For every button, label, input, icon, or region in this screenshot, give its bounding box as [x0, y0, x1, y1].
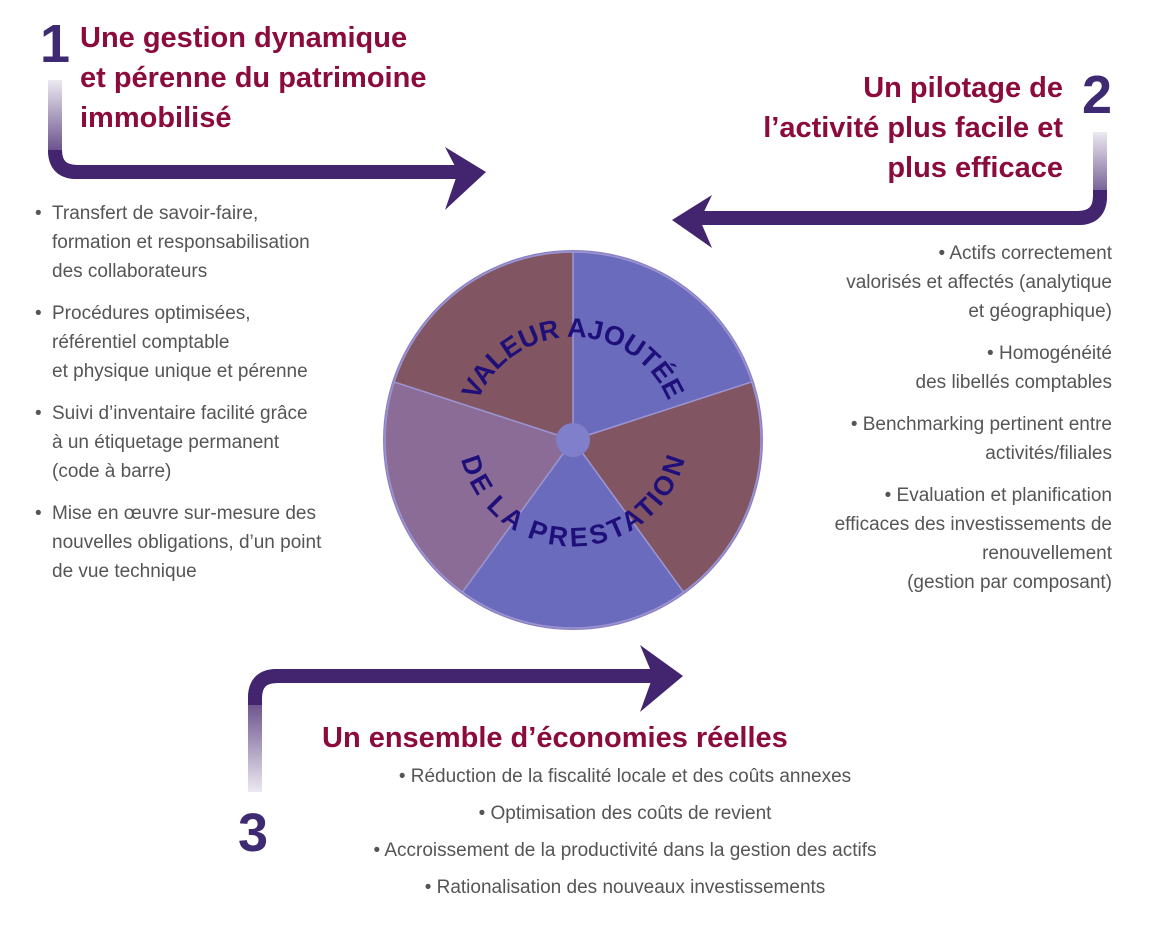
- list-item: • Accroissement de la productivité dans …: [373, 840, 877, 861]
- section-3-number: 3: [238, 803, 269, 863]
- list-item-line: et géographique): [968, 301, 1112, 322]
- arrow-2: [672, 132, 1107, 248]
- section-1-title: Une gestion dynamique et pérenne du patr…: [80, 18, 426, 138]
- arrow-3: [248, 645, 683, 792]
- list-item-line: Suivi d’inventaire facilité grâce: [52, 403, 308, 424]
- list-item-line: activités/filiales: [985, 443, 1112, 464]
- title-line: et pérenne du patrimoine: [80, 62, 427, 94]
- bullet-icon: •: [35, 403, 42, 424]
- list-item-line: • Homogénéité: [987, 343, 1112, 364]
- list-item-line: valorisés et affectés (analytique: [846, 272, 1112, 293]
- list-item-line: (code à barre): [52, 461, 172, 482]
- list-item-line: • Actifs correctement: [938, 243, 1113, 264]
- list-item: • Transfert de savoir-faire, formation et …: [35, 199, 321, 286]
- sector-bottom: [461, 438, 685, 629]
- list-item: • Benchmarking pertinent entre activités/…: [835, 410, 1112, 468]
- list-item-line: Mise en œuvre sur-mesure des: [52, 503, 316, 524]
- section-3-list: • Réduction de la fiscalité locale et de…: [300, 762, 950, 910]
- list-item: • Réduction de la fiscalité locale et de…: [398, 766, 852, 787]
- sector-top-right: [572, 251, 753, 442]
- wheel-center: [556, 423, 590, 457]
- list-item: • Procédures optimisées, référentiel compt…: [35, 299, 321, 386]
- list-item: • Suivi d’inventaire facilité grâce à un é…: [35, 399, 321, 486]
- list-item-line: formation et responsabilisation: [52, 232, 310, 253]
- list-item-line: de vue technique: [52, 561, 197, 582]
- section-2-title: Un pilotage de l’activité plus facile et…: [763, 68, 1063, 188]
- list-item-line: et physique unique et pérenne: [52, 361, 308, 382]
- arrow-1: [48, 80, 486, 210]
- title-line: Une gestion dynamique: [80, 22, 408, 54]
- title-line: plus efficace: [887, 152, 1063, 184]
- list-item-line: Transfert de savoir-faire,: [52, 203, 259, 224]
- value-wheel: VALEUR AJOUTÉE DE LA PRESTATION: [383, 250, 763, 630]
- sector-top-left: [393, 251, 574, 442]
- bullet-icon: •: [35, 203, 42, 224]
- list-item-line: à un étiquetage permanent: [52, 432, 280, 453]
- list-item-line: • Benchmarking pertinent entre: [850, 414, 1112, 435]
- list-item: • Optimisation des coûts de revient: [478, 803, 772, 824]
- list-item: • Mise en œuvre sur-mesure des nouvelles o…: [35, 499, 321, 586]
- bullet-icon: •: [35, 503, 42, 524]
- section-3-title: Un ensemble d’économies réelles: [322, 722, 788, 754]
- sector-left: [384, 380, 575, 594]
- list-item-line: nouvelles obligations, d’un point: [52, 532, 322, 553]
- list-item: • Homogénéité des libellés comptables: [835, 339, 1112, 397]
- list-item: • Rationalisation des nouveaux investiss…: [424, 877, 826, 898]
- section-2-list: • Actifs correctement valorisés et affect…: [835, 239, 1112, 610]
- list-item-line: des collaborateurs: [52, 261, 208, 282]
- bullet-icon: •: [35, 303, 42, 324]
- list-item: • Evaluation et planification efficaces d…: [835, 481, 1112, 597]
- list-item: • Actifs correctement valorisés et affect…: [835, 239, 1112, 326]
- list-item-line: • Evaluation et planification: [884, 485, 1112, 506]
- list-item-line: Procédures optimisées,: [52, 303, 251, 324]
- list-item-line: efficaces des investissements de: [834, 514, 1112, 535]
- section-1-list: • Transfert de savoir-faire, formation et …: [35, 199, 321, 599]
- title-line: immobilisé: [80, 102, 232, 134]
- section-2-number: 2: [1082, 65, 1113, 125]
- list-item-line: des libellés comptables: [915, 372, 1112, 393]
- list-item-line: (gestion par composant): [907, 572, 1112, 593]
- sector-right: [571, 380, 762, 594]
- title-line: Un pilotage de: [863, 72, 1063, 104]
- title-line: l’activité plus facile et: [763, 112, 1063, 144]
- list-item-line: référentiel comptable: [52, 332, 230, 353]
- list-item-line: renouvellement: [982, 543, 1112, 564]
- section-1-number: 1: [40, 14, 71, 74]
